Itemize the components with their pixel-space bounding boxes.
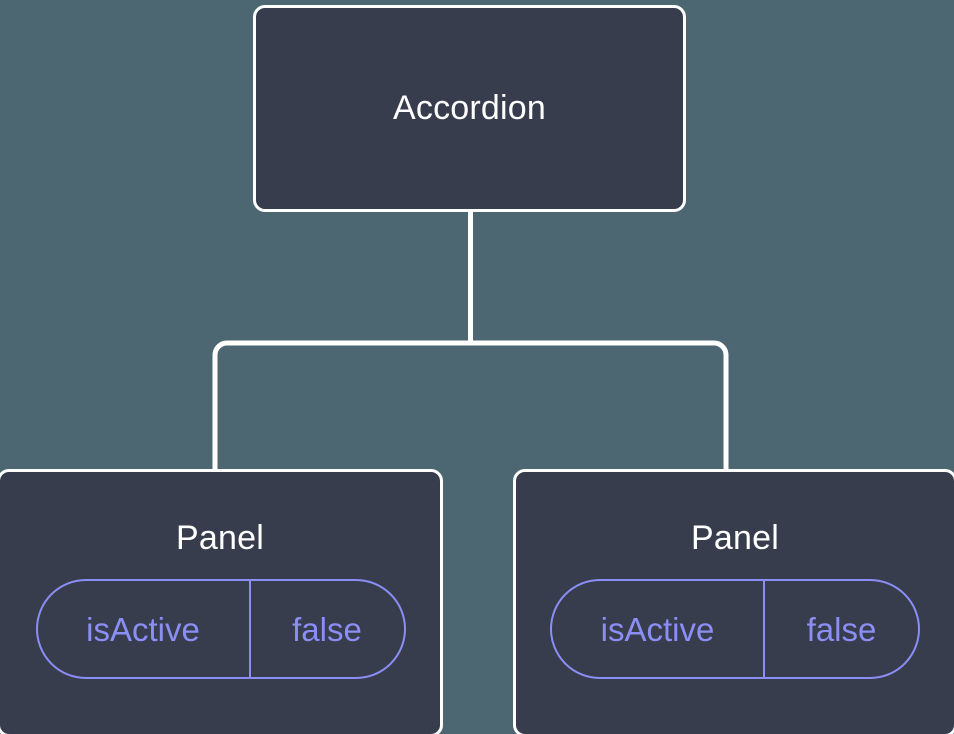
prop-pill-panel-1[interactable]: isActive false bbox=[35, 579, 406, 680]
node-accordion-label: Accordion bbox=[393, 88, 546, 127]
prop-value-isactive-2: false bbox=[806, 610, 877, 648]
prop-key-isactive-1: isActive bbox=[38, 581, 251, 678]
edge-branch-right bbox=[470, 340, 729, 471]
prop-value-isactive-1: false bbox=[292, 610, 362, 648]
node-panel-1[interactable]: Panel isActive false bbox=[0, 469, 443, 734]
node-panel-1-label: Panel bbox=[176, 519, 264, 557]
node-accordion[interactable]: Accordion bbox=[253, 5, 686, 212]
edge-branch-left bbox=[212, 340, 471, 471]
prop-pill-panel-2[interactable]: isActive false bbox=[550, 579, 920, 680]
prop-key-isactive-2: isActive bbox=[552, 581, 765, 678]
node-panel-2[interactable]: Panel isActive false bbox=[513, 469, 954, 734]
node-panel-2-label: Panel bbox=[691, 519, 779, 557]
